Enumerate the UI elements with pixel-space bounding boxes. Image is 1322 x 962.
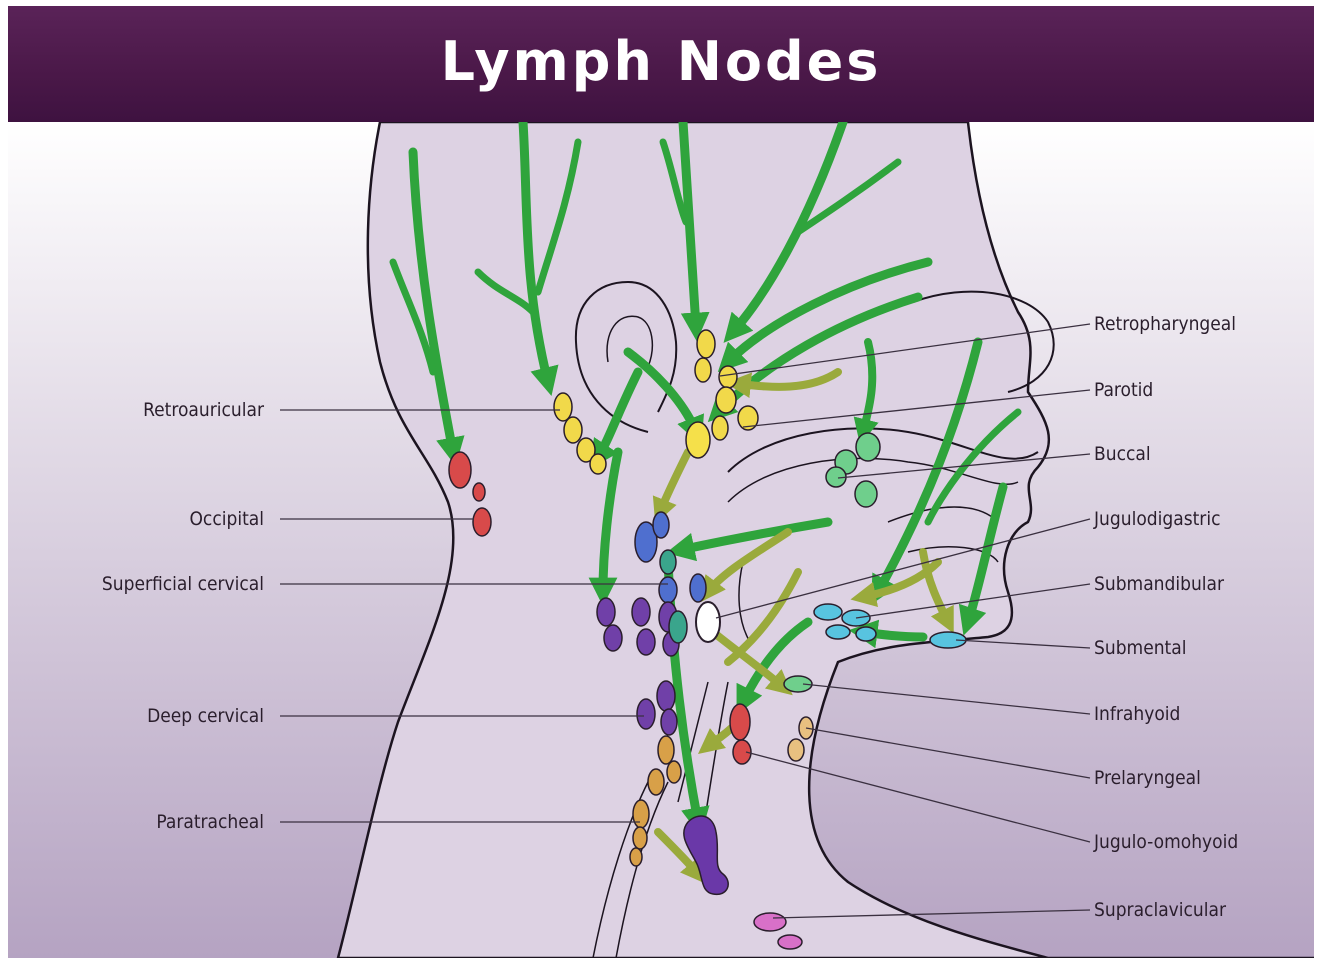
label-prelaryngeal: Prelaryngeal (1094, 767, 1201, 789)
label-submental: Submental (1094, 637, 1186, 659)
label-superficial-cervical: Superficial cervical (102, 573, 264, 595)
diagram-stage: Retroauricular Occipital Superficial cer… (8, 122, 1314, 958)
label-submandibular: Submandibular (1094, 573, 1225, 595)
node-jugulo-omohyoid (730, 704, 751, 764)
label-deep-cervical: Deep cervical (147, 705, 264, 727)
label-buccal: Buccal (1094, 443, 1151, 465)
label-retroauricular: Retroauricular (143, 399, 265, 421)
label-paratracheal: Paratracheal (156, 811, 264, 833)
label-occipital: Occipital (189, 508, 264, 530)
label-jugulo-omohyoid: Jugulo-omohyoid (1093, 831, 1238, 853)
lymph-diagram-svg: Retroauricular Occipital Superficial cer… (8, 122, 1314, 958)
diagram-title: Lymph Nodes (441, 30, 882, 93)
diagram-frame: Lymph Nodes (8, 6, 1314, 958)
label-infrahyoid: Infrahyoid (1094, 703, 1180, 725)
header-banner: Lymph Nodes (8, 6, 1314, 122)
node-jugulodigastric (696, 602, 720, 642)
label-retropharyngeal: Retropharyngeal (1094, 313, 1236, 335)
label-parotid: Parotid (1094, 379, 1153, 401)
label-jugulodigastric: Jugulodigastric (1093, 508, 1220, 530)
label-supraclavicular: Supraclavicular (1094, 899, 1227, 921)
